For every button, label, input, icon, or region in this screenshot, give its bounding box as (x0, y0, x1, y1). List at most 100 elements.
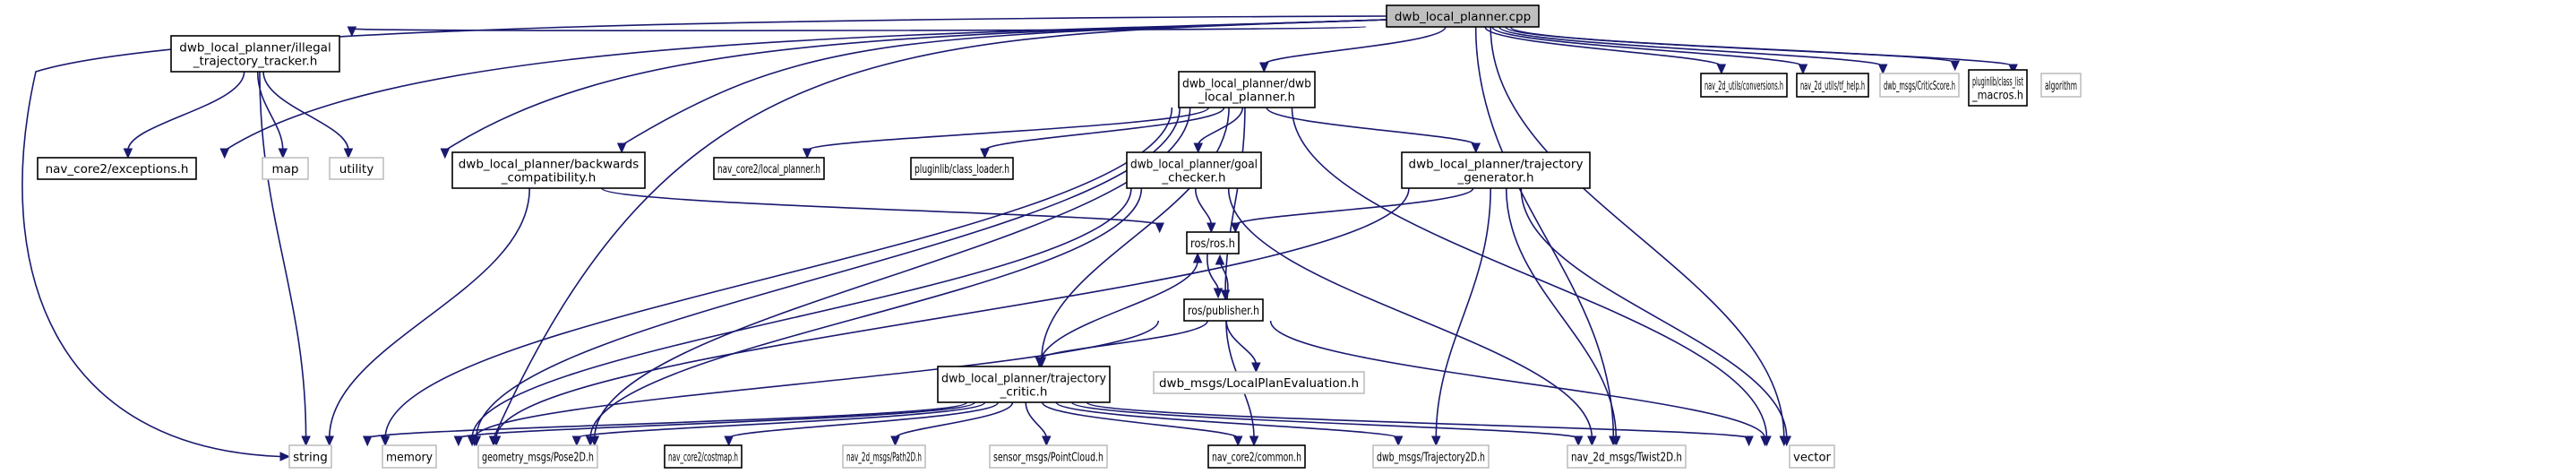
node-publisher[interactable]: ros/publisher.h (1183, 298, 1264, 322)
edge-line (1291, 107, 1768, 439)
node-backwards[interactable]: dwb_local_planner/backwards_compatibilit… (451, 151, 646, 189)
edge-root-to-illegal (347, 26, 1367, 38)
edge-illegal-to-utility (262, 71, 354, 159)
node-box (1386, 4, 1540, 28)
edge-line (1194, 187, 1213, 226)
node-label: memory (386, 451, 433, 465)
node-pose2d: geometry_msgs/Pose2D.h (477, 444, 598, 469)
node-box (1879, 73, 1960, 98)
edge-line (1520, 187, 1788, 439)
edge-goal-to-twist2d (1227, 187, 1597, 447)
edge-dwb-to-localplanner (802, 107, 1210, 159)
edge-illegal-to-string (259, 71, 311, 447)
edge-line (1263, 26, 1447, 65)
arrowhead-icon (1798, 64, 1808, 75)
node-label: dwb_local_planner/dwb (1182, 77, 1311, 91)
edge-backwards-to-string (324, 187, 531, 447)
node-label: _macros.h (1971, 89, 2023, 103)
edge-critic-to-costmap (724, 401, 1000, 447)
node-label: ros/ros.h (1190, 237, 1235, 251)
node-label: dwb_local_planner.cpp (1395, 10, 1531, 24)
edge-dwb-to-string (380, 107, 1173, 447)
edge-line (495, 187, 1410, 439)
node-label: _critic.h (1000, 385, 1048, 400)
node-box (1372, 444, 1490, 469)
arrowhead-icon (980, 148, 990, 159)
edge-root-to-tfhelp (1491, 26, 1808, 75)
edges-layer (21, 15, 2018, 461)
edge-line (1474, 26, 1615, 439)
node-label: sensor_msgs/PointCloud.h (993, 451, 1103, 465)
edge-line (21, 15, 1387, 458)
node-label: algorithm (2045, 79, 2077, 93)
arrowhead-icon (1431, 435, 1441, 447)
node-box (1153, 371, 1365, 394)
node-box (451, 151, 646, 189)
edge-line (1206, 253, 1219, 293)
edge-publisher-to-critic (1035, 320, 1208, 368)
edge-publisher-to-ros (1215, 254, 1229, 300)
edge-line (351, 26, 1367, 31)
edge-trajgen-to-memory (491, 187, 1410, 447)
node-label: nav_core2/common.h (1212, 451, 1301, 465)
node-classlist[interactable]: pluginlib/class_list_macros.h (1968, 69, 2028, 107)
node-box (1207, 444, 1306, 469)
edge-line (1490, 26, 1785, 439)
node-exceptions[interactable]: nav_core2/exceptions.h (37, 157, 197, 180)
edge-critic-to-pointcloud (1025, 401, 1052, 447)
node-label: string (293, 451, 328, 465)
node-box (170, 35, 340, 73)
edge-line (1505, 187, 1618, 439)
edge-line (259, 71, 307, 439)
edge-line (256, 71, 284, 151)
edge-critic-to-twist2d (1071, 401, 1584, 447)
node-dwb[interactable]: dwb_local_planner/dwb_local_planner.h (1178, 71, 1316, 108)
edge-line (894, 401, 1014, 439)
edge-root-to-backwards (616, 19, 1387, 154)
edge-ros-to-publisher (1206, 253, 1224, 299)
nodes-layer: dwb_local_planner.cpp dwb_local_planner/i… (37, 4, 2082, 469)
node-box (1700, 73, 1788, 98)
arrowhead-icon (2008, 64, 2018, 75)
arrowhead-icon (1259, 62, 1269, 73)
node-conversions[interactable]: nav_2d_utils/conversions.h (1700, 73, 1788, 98)
edge-line (471, 187, 1132, 439)
node-box (664, 444, 743, 469)
edge-line (1042, 401, 1239, 439)
node-illegal[interactable]: dwb_local_planner/illegal_trajectory_tra… (170, 35, 340, 73)
edge-backwards-to-ros (601, 187, 1164, 234)
node-box (1968, 69, 2028, 107)
arrowhead-icon (347, 26, 357, 38)
node-goal[interactable]: dwb_local_planner/goal_checker.h (1126, 151, 1262, 189)
node-box (288, 444, 332, 469)
node-trajgen[interactable]: dwb_local_planner/trajectory_generator.h (1401, 151, 1591, 189)
edge-line (983, 107, 1225, 151)
node-box (842, 444, 926, 469)
edge-critic-to-path2d (890, 401, 1014, 447)
node-ros[interactable]: ros/ros.h (1186, 231, 1240, 254)
node-box (937, 366, 1111, 403)
node-box (262, 157, 309, 180)
arrowhead-icon (1215, 254, 1225, 265)
arrowhead-icon (380, 435, 391, 447)
arrowhead-icon (1744, 435, 1754, 447)
arrowhead-icon (571, 435, 582, 447)
node-costmap[interactable]: nav_core2/costmap.h (664, 444, 743, 469)
node-label: _generator.h (1456, 171, 1533, 185)
node-critic[interactable]: dwb_local_planner/trajectory_critic.h (937, 366, 1111, 403)
arrowhead-icon (1206, 222, 1216, 234)
node-label: dwb_local_planner/trajectory (1409, 158, 1584, 172)
node-twist2d: nav_2d_msgs/Twist2D.h (1567, 444, 1687, 469)
node-root[interactable]: dwb_local_planner.cpp (1386, 4, 1540, 28)
node-label: nav_core2/costmap.h (668, 451, 738, 465)
node-algorithm: algorithm (2040, 73, 2082, 98)
node-tfhelp[interactable]: nav_2d_utils/tf_help.h (1796, 73, 1869, 98)
edge-line (458, 401, 975, 439)
edge-trajgen-to-traj2d (1431, 187, 1491, 447)
arrowhead-icon (1155, 222, 1164, 234)
edge-line (1025, 401, 1048, 439)
node-classloader[interactable]: pluginlib/class_loader.h (910, 157, 1014, 180)
node-localplanner[interactable]: nav_core2/local_planner.h (713, 157, 825, 180)
node-common[interactable]: nav_core2/common.h (1207, 444, 1306, 469)
edge-critic-to-vector (1086, 401, 1754, 447)
